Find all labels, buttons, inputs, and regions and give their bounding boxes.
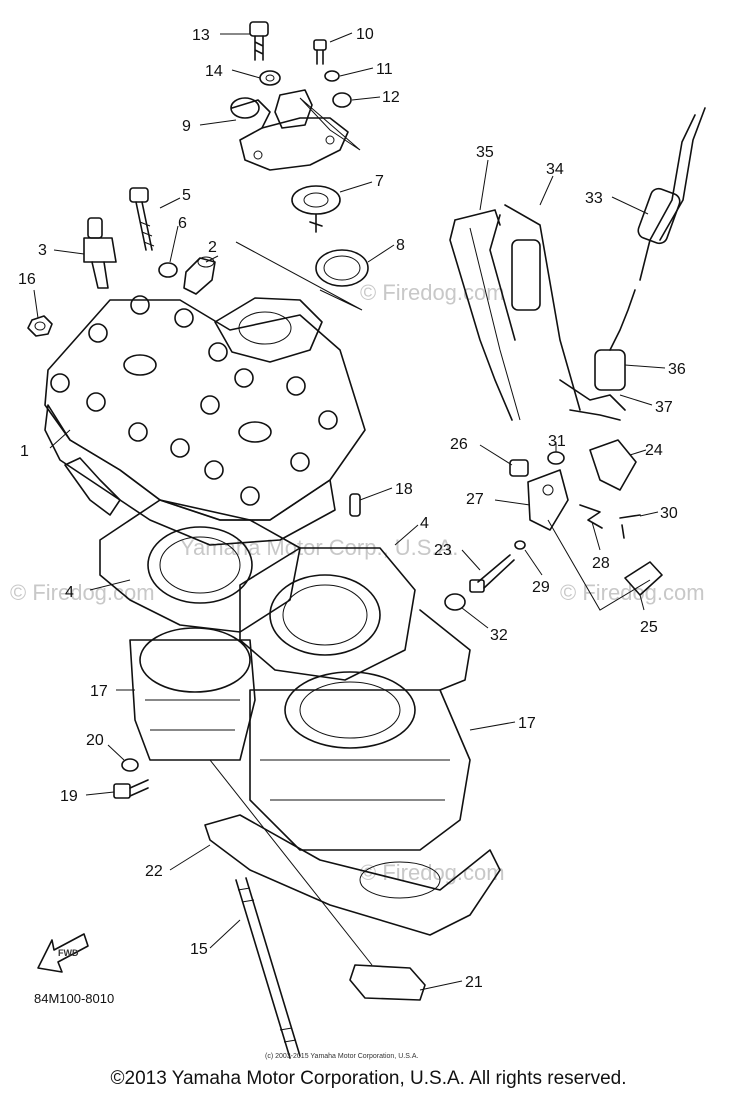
callout-15: 15 bbox=[190, 941, 208, 958]
callout-10: 10 bbox=[356, 26, 374, 43]
cable-34 bbox=[489, 204, 581, 411]
callout-23: 23 bbox=[434, 542, 452, 559]
callout-13: 13 bbox=[192, 27, 210, 44]
callout-1: 1 bbox=[20, 443, 29, 460]
callout-18: 18 bbox=[395, 481, 413, 498]
callout-19: 19 bbox=[60, 788, 78, 805]
connector-26 bbox=[509, 459, 529, 477]
sensor-36 bbox=[594, 289, 636, 391]
callout-12: 12 bbox=[382, 89, 400, 106]
cable-33 bbox=[637, 107, 706, 281]
bolt-19 bbox=[113, 779, 149, 799]
spring-28 bbox=[579, 504, 603, 529]
base-gasket bbox=[204, 814, 501, 936]
callout-34: 34 bbox=[546, 161, 564, 178]
callout-20: 20 bbox=[86, 732, 104, 749]
cylinder-left bbox=[129, 627, 256, 761]
assembly-line bbox=[299, 97, 361, 151]
callout-27: 27 bbox=[466, 491, 484, 508]
small-copyright: (c) 2003-2015 Yamaha Motor Corporation, … bbox=[265, 1053, 418, 1060]
thermostat-housing bbox=[230, 89, 349, 171]
washer-14 bbox=[259, 70, 281, 86]
callout-26: 26 bbox=[450, 436, 468, 453]
callout-2: 2 bbox=[208, 239, 217, 256]
assembly-line bbox=[209, 759, 373, 966]
o-ring-29 bbox=[514, 540, 526, 550]
callout-labels: 1 2 3 4 4 5 6 7 8 9 10 11 12 13 14 15 16… bbox=[18, 26, 686, 991]
footer-copyright: ©2013 Yamaha Motor Corporation, U.S.A. A… bbox=[110, 1068, 627, 1089]
callout-8: 8 bbox=[396, 237, 405, 254]
cable-35 bbox=[449, 209, 521, 421]
clip-24 bbox=[589, 439, 637, 491]
nut-16 bbox=[27, 315, 53, 337]
callout-29: 29 bbox=[532, 579, 550, 596]
callout-17: 17 bbox=[90, 683, 108, 700]
callout-31: 31 bbox=[548, 433, 566, 450]
stud-15 bbox=[235, 877, 301, 1059]
callout-17: 17 bbox=[518, 715, 536, 732]
callout-36: 36 bbox=[668, 361, 686, 378]
callout-22: 22 bbox=[145, 863, 163, 880]
washer-20 bbox=[121, 758, 139, 772]
cylinder-right bbox=[249, 609, 471, 851]
watermark: © Firedog.com bbox=[360, 860, 505, 885]
callout-9: 9 bbox=[182, 118, 191, 135]
spark-plug bbox=[83, 217, 117, 289]
callout-6: 6 bbox=[178, 215, 187, 232]
o-ring-12 bbox=[332, 92, 352, 108]
diagram-code: 84M100-8010 bbox=[34, 991, 114, 1006]
callout-30: 30 bbox=[660, 505, 678, 522]
callout-21: 21 bbox=[465, 974, 483, 991]
assembly-line bbox=[235, 241, 363, 311]
watermark: © Firedog.com bbox=[360, 280, 505, 305]
fitting-2 bbox=[183, 256, 216, 295]
washer-11 bbox=[324, 70, 340, 82]
bolt-23 bbox=[469, 554, 515, 593]
cover-21 bbox=[349, 964, 426, 1001]
callout-16: 16 bbox=[18, 271, 36, 288]
screw-30 bbox=[619, 514, 641, 539]
bolt-10 bbox=[313, 39, 327, 65]
dowel-pin-18 bbox=[349, 493, 361, 517]
watermark: © Firedog.com bbox=[560, 580, 705, 605]
callout-28: 28 bbox=[592, 555, 610, 572]
callout-4: 4 bbox=[420, 515, 429, 532]
front-arrow-icon: FWD bbox=[37, 933, 89, 973]
thermostat bbox=[291, 185, 341, 233]
callout-5: 5 bbox=[182, 187, 191, 204]
gasket-8 bbox=[315, 249, 369, 287]
front-label: FWD bbox=[58, 948, 79, 958]
callout-37: 37 bbox=[655, 399, 673, 416]
harness-37 bbox=[559, 379, 626, 421]
head-gasket bbox=[99, 499, 416, 681]
lever-27 bbox=[527, 469, 569, 531]
cylinder-head bbox=[44, 295, 366, 546]
leader-lines bbox=[33, 32, 666, 991]
callout-24: 24 bbox=[645, 442, 663, 459]
washer-31 bbox=[547, 451, 565, 465]
bolt-5 bbox=[129, 187, 155, 251]
callout-4: 4 bbox=[65, 584, 74, 601]
callout-32: 32 bbox=[490, 627, 508, 644]
callout-35: 35 bbox=[476, 144, 494, 161]
washer-6 bbox=[158, 262, 178, 278]
callout-11: 11 bbox=[376, 61, 393, 78]
bolt-13 bbox=[249, 21, 269, 61]
callout-25: 25 bbox=[640, 619, 658, 636]
callout-14: 14 bbox=[205, 63, 223, 80]
callout-3: 3 bbox=[38, 242, 47, 259]
assembly-line bbox=[547, 519, 651, 611]
callout-33: 33 bbox=[585, 190, 603, 207]
washer-32 bbox=[444, 593, 466, 611]
callout-7: 7 bbox=[375, 173, 384, 190]
